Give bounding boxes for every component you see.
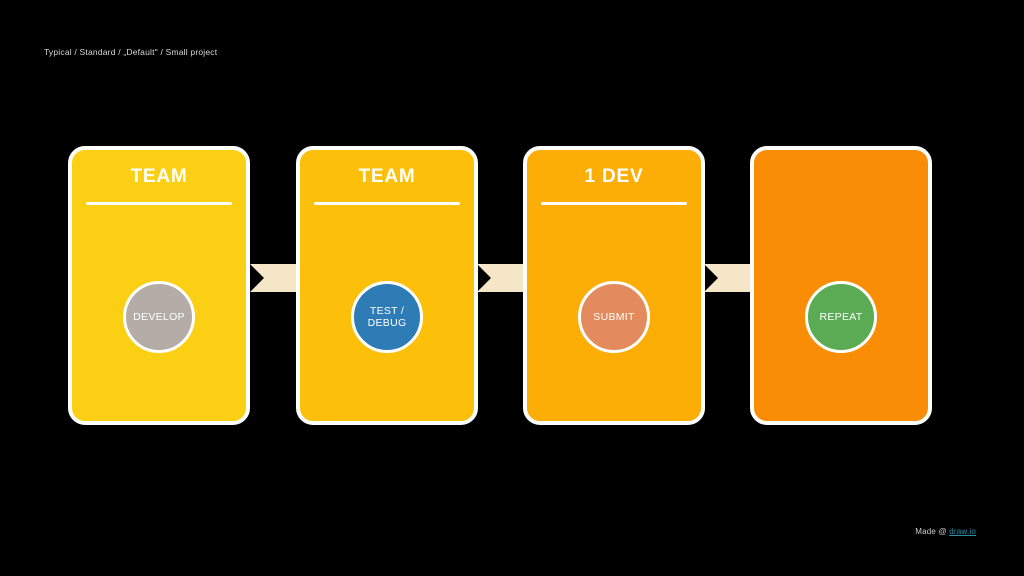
card-header: TEAM — [358, 166, 416, 187]
card-header: 1 DEV — [584, 166, 644, 187]
process-node[interactable]: SUBMIT — [578, 281, 650, 353]
node-label-line1: SUBMIT — [593, 310, 635, 323]
process-node[interactable]: TEST / DEBUG — [351, 281, 423, 353]
node-label-line2: DEBUG — [367, 317, 407, 329]
footer-prefix: Made @ — [915, 527, 950, 536]
node-label-line1: REPEAT — [819, 310, 863, 323]
process-card[interactable]: TEAM TEST / DEBUG — [296, 146, 478, 425]
card-divider — [541, 202, 687, 205]
drawio-link[interactable]: draw.io — [949, 527, 976, 536]
card-divider — [86, 202, 232, 205]
process-card[interactable]: 1 DEV SUBMIT — [523, 146, 705, 425]
diagram-caption: Typical / Standard / „Default" / Small p… — [44, 47, 218, 57]
process-card[interactable]: REPEAT — [750, 146, 932, 425]
node-label-line1: TEST / — [369, 304, 405, 317]
process-node[interactable]: DEVELOP — [123, 281, 195, 353]
process-node[interactable]: REPEAT — [805, 281, 877, 353]
process-card[interactable]: TEAM DEVELOP — [68, 146, 250, 425]
card-header: TEAM — [130, 166, 188, 187]
node-label-line1: DEVELOP — [133, 310, 185, 323]
footer-credit: Made @ draw.io — [915, 527, 976, 536]
card-divider — [314, 202, 460, 205]
